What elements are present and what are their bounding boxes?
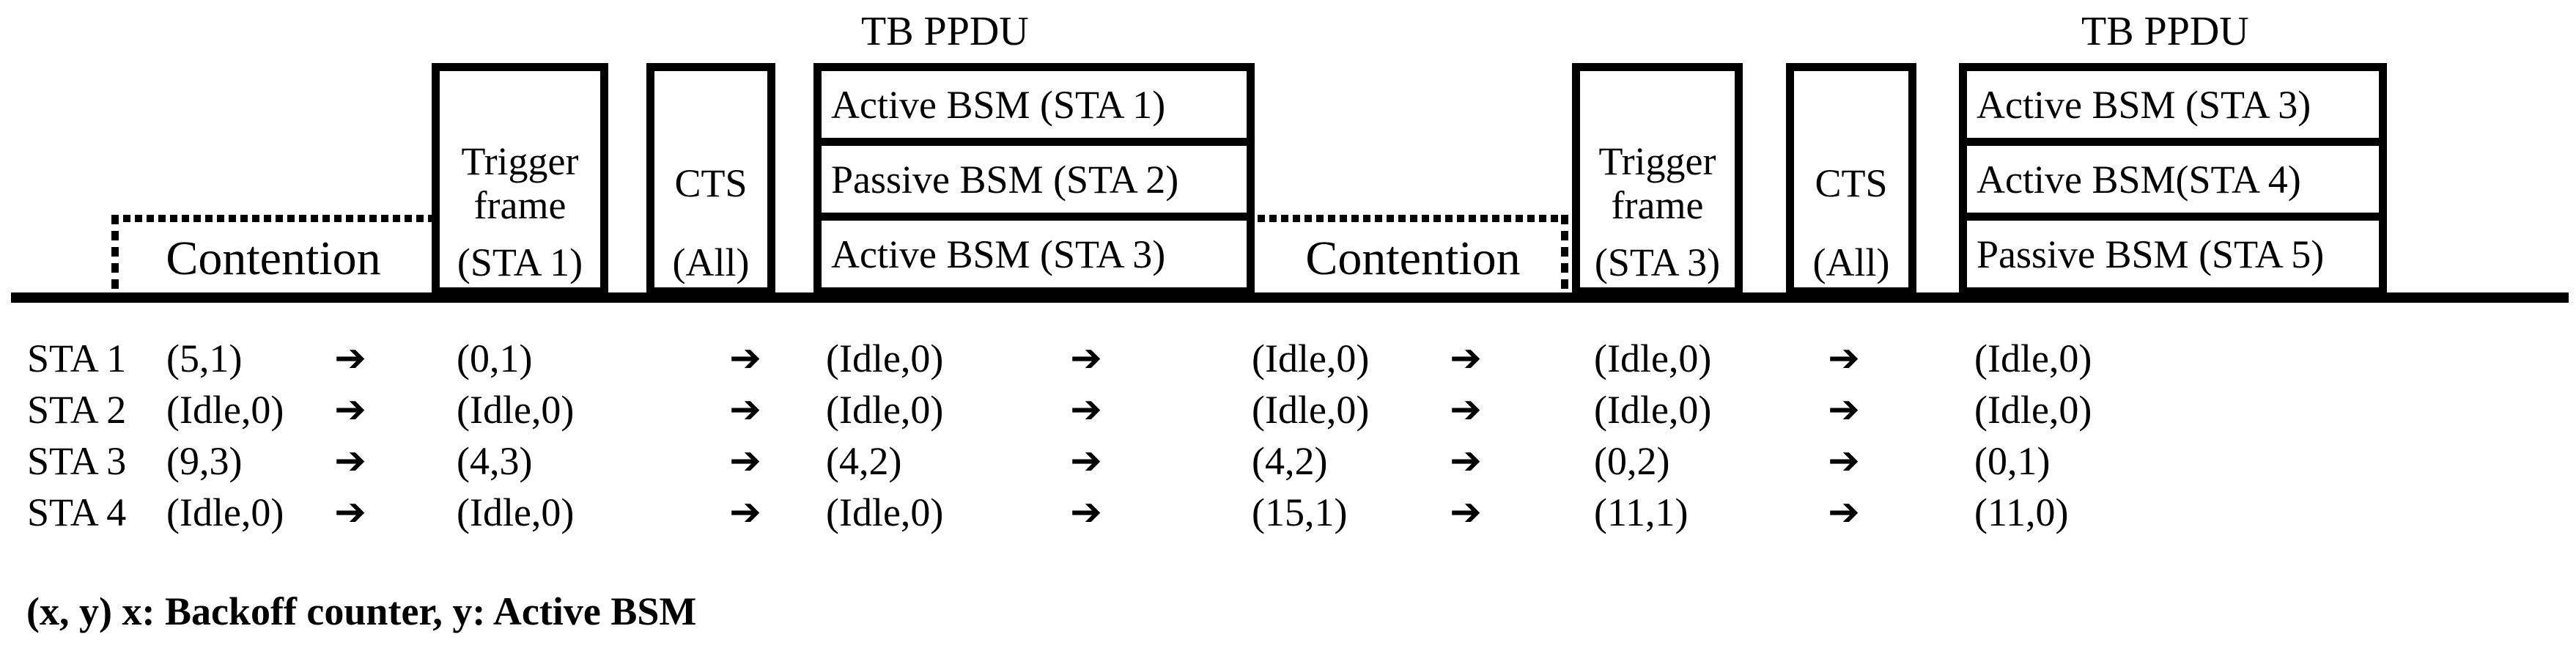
tb-ppdu-2-slot: Active BSM(STA 4) [1967,138,2379,213]
state-cell: (11,1) [1594,490,1689,534]
sta-row: STA 3 (9,3) ➔ (4,3) ➔ (4,2) ➔ (4,2) ➔ (0,2) ➔ (0,1) [0,435,2576,487]
transition-arrow-icon: ➔ [1828,490,1860,534]
tb-ppdu-1-slot: Active BSM (STA 1) [831,82,1166,127]
sta-row-label: STA 3 [27,439,127,483]
state-cell: (Idle,0) [826,490,944,534]
state-cell: (9,3) [166,439,243,483]
state-cell: (5,1) [166,336,243,380]
state-cell: (Idle,0) [826,388,944,432]
cts-box-1: CTS (All) [646,63,775,295]
cts-2-sta: (All) [1812,240,1890,284]
state-cell: (Idle,0) [1594,336,1712,380]
cts-1-label: CTS [674,161,748,206]
state-cell: (4,3) [457,439,533,483]
sta-row-label: STA 1 [27,336,127,380]
transition-arrow-icon: ➔ [334,388,366,432]
transition-arrow-icon: ➔ [334,336,366,380]
timeline-axis [11,292,2569,303]
trigger-frame-2-label: Trigger frame [1598,139,1716,228]
sta-row: STA 2 (Idle,0) ➔ (Idle,0) ➔ (Idle,0) ➔ (Idle,0)… [0,384,2576,435]
transition-arrow-icon: ➔ [1828,388,1860,432]
state-cell: (0,2) [1594,439,1670,483]
cts-2-label: CTS [1815,161,1888,206]
state-cell: (Idle,0) [1252,388,1370,432]
state-cell: (0,1) [1974,439,2051,483]
trigger-frame-box-2: Trigger frame (STA 3) [1572,63,1743,295]
trigger-frame-box-1: Trigger frame (STA 1) [432,63,608,295]
transition-arrow-icon: ➔ [1070,439,1102,483]
transition-arrow-icon: ➔ [729,336,761,380]
transition-arrow-icon: ➔ [1450,439,1482,483]
tb-ppdu-1-slot: Active BSM (STA 3) [822,213,1247,287]
state-cell: (Idle,0) [1974,336,2092,380]
tb-ppdu-2-slot: Passive BSM (STA 5) [1967,213,2379,287]
trigger-frame-1-sta: (STA 1) [457,240,583,284]
tb-ppdu-stack-2: Active BSM (STA 3) Active BSM(STA 4) Pas… [1959,63,2387,295]
sta-row: STA 1 (5,1) ➔ (0,1) ➔ (Idle,0) ➔ (Idle,0) ➔ (Idle… [0,333,2576,384]
transition-arrow-icon: ➔ [1450,336,1482,380]
sta-row-label: STA 4 [27,490,127,534]
state-cell: (0,1) [457,336,533,380]
legend-text: (x, y) x: Backoff counter, y: Active BSM [26,589,697,633]
transition-arrow-icon: ➔ [1450,388,1482,432]
cts-1-sta: (All) [672,240,750,284]
transition-arrow-icon: ➔ [1070,336,1102,380]
contention1-label: Contention [166,232,381,285]
tb-ppdu-title-2: TB PPDU [2081,9,2249,54]
state-cell: (Idle,0) [826,336,944,380]
state-cell: (Idle,0) [1594,388,1712,432]
contention1-dotted-line [111,215,432,222]
transition-arrow-icon: ➔ [334,490,366,534]
state-cell: (Idle,0) [457,490,575,534]
transition-arrow-icon: ➔ [334,439,366,483]
contention2-label: Contention [1305,232,1521,285]
transition-arrow-icon: ➔ [1070,490,1102,534]
state-cell: (Idle,0) [457,388,575,432]
state-cell: (4,2) [1252,439,1328,483]
state-cell: (Idle,0) [1974,388,2092,432]
tb-ppdu-title-1: TB PPDU [861,9,1029,54]
state-cell: (Idle,0) [166,490,284,534]
contention1-left-dashed-line [111,215,119,293]
state-cell: (11,0) [1974,490,2069,534]
state-cell: (4,2) [826,439,902,483]
transition-arrow-icon: ➔ [1828,439,1860,483]
transition-arrow-icon: ➔ [1450,490,1482,534]
tb-ppdu-stack-1: Active BSM (STA 1) Passive BSM (STA 2) A… [813,63,1255,295]
state-cell: (Idle,0) [1252,336,1370,380]
tb-ppdu-2-slot: Active BSM (STA 3) [1977,82,2311,127]
contention2-right-dashed-line [1561,215,1568,293]
sta-row: STA 4 (Idle,0) ➔ (Idle,0) ➔ (Idle,0) ➔ (15,1) ➔ (… [0,487,2576,538]
trigger-frame-1-label: Trigger frame [461,139,579,228]
contention2-dotted-line [1258,215,1568,222]
trigger-frame-2-sta: (STA 3) [1594,240,1721,284]
transition-arrow-icon: ➔ [729,439,761,483]
cts-box-2: CTS (All) [1786,63,1916,295]
transition-arrow-icon: ➔ [1828,336,1860,380]
transition-arrow-icon: ➔ [729,388,761,432]
state-cell: (Idle,0) [166,388,284,432]
state-cell: (15,1) [1252,490,1348,534]
tb-ppdu-1-slot: Passive BSM (STA 2) [822,138,1247,213]
sta-row-label: STA 2 [27,388,127,432]
transition-arrow-icon: ➔ [729,490,761,534]
transition-arrow-icon: ➔ [1070,388,1102,432]
